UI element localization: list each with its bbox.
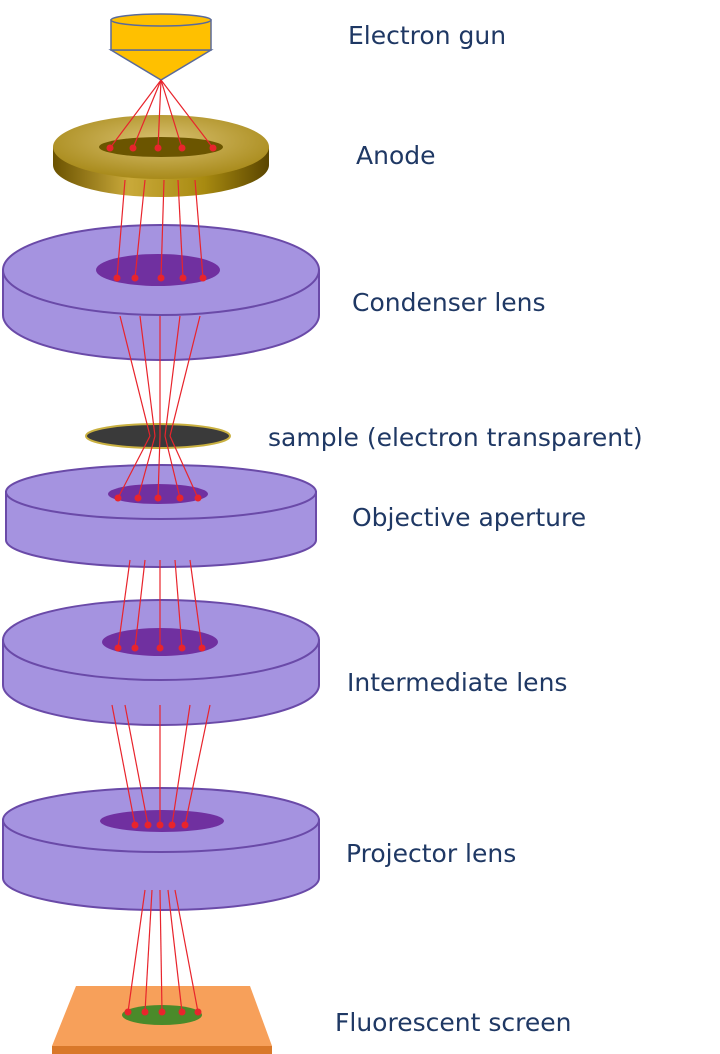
ray-arrowhead — [129, 144, 137, 152]
ray — [174, 889, 199, 1013]
ray — [177, 179, 184, 279]
ray-arrowhead — [178, 144, 186, 152]
ray — [174, 559, 183, 649]
label-fluorescent-screen: Fluorescent screen — [335, 1008, 571, 1037]
anode — [53, 115, 269, 197]
ray-arrowhead — [158, 1008, 166, 1016]
electron-gun — [108, 13, 214, 81]
projector-lens — [2, 787, 320, 911]
ray-arrowhead — [209, 144, 217, 152]
ray — [169, 315, 201, 437]
ray — [124, 704, 149, 826]
ray — [157, 435, 161, 499]
ray-arrowhead — [141, 1008, 149, 1016]
ray — [164, 435, 181, 499]
ray-arrowhead — [131, 644, 139, 652]
ray-arrowhead — [176, 494, 184, 502]
ray-arrowhead — [134, 494, 142, 502]
ray — [160, 79, 183, 149]
condenser-lens — [2, 224, 320, 361]
ray-arrowhead — [106, 144, 114, 152]
ray-arrowhead — [181, 821, 189, 829]
ray — [160, 179, 165, 279]
ray — [169, 435, 199, 499]
ray — [160, 79, 214, 149]
ray-arrowhead — [114, 644, 122, 652]
label-intermediate-lens: Intermediate lens — [347, 668, 567, 697]
ray — [134, 179, 146, 279]
ray — [111, 704, 136, 826]
ray-arrowhead — [156, 644, 164, 652]
label-objective-aperture: Objective aperture — [352, 503, 586, 532]
ray — [116, 179, 126, 279]
ray-arrowhead — [178, 644, 186, 652]
ray — [119, 315, 151, 437]
ray — [137, 435, 156, 499]
ray-arrowhead — [157, 274, 165, 282]
ray — [134, 559, 146, 649]
electron-rays — [106, 79, 217, 1016]
ray-arrowhead — [154, 494, 162, 502]
label-condenser-lens: Condenser lens — [352, 288, 546, 317]
ray-arrowhead — [113, 274, 121, 282]
ray — [127, 889, 146, 1013]
ray — [117, 559, 131, 649]
label-sample: sample (electron transparent) — [268, 423, 643, 452]
ray — [164, 315, 181, 437]
ray-arrowhead — [131, 274, 139, 282]
ray-arrowhead — [194, 1008, 202, 1016]
ray-arrowhead — [144, 821, 152, 829]
ray — [194, 179, 204, 279]
ray-arrowhead — [168, 821, 176, 829]
ray — [132, 79, 162, 149]
label-electron-gun: Electron gun — [348, 21, 506, 50]
label-projector-lens: Projector lens — [346, 839, 516, 868]
ray — [139, 315, 156, 437]
ray-arrowhead — [154, 144, 162, 152]
ray — [189, 559, 203, 649]
ray — [184, 704, 211, 826]
ray-arrowhead — [179, 274, 187, 282]
sample — [85, 423, 231, 449]
ray-arrowhead — [156, 821, 164, 829]
ray — [167, 889, 183, 1013]
ray-arrowhead — [124, 1008, 132, 1016]
label-anode: Anode — [356, 141, 436, 170]
ray — [159, 889, 163, 1013]
ray-arrowhead — [114, 494, 122, 502]
ray — [109, 79, 162, 149]
ray-arrowhead — [194, 494, 202, 502]
ray-arrowhead — [199, 274, 207, 282]
ray — [157, 79, 162, 149]
ray-arrowhead — [198, 644, 206, 652]
ray — [144, 889, 153, 1013]
objective-aperture — [5, 464, 317, 568]
ray — [171, 704, 191, 826]
ray-arrowhead — [131, 821, 139, 829]
ray — [117, 435, 151, 499]
intermediate-lens — [1, 599, 320, 726]
ray-arrowhead — [178, 1008, 186, 1016]
